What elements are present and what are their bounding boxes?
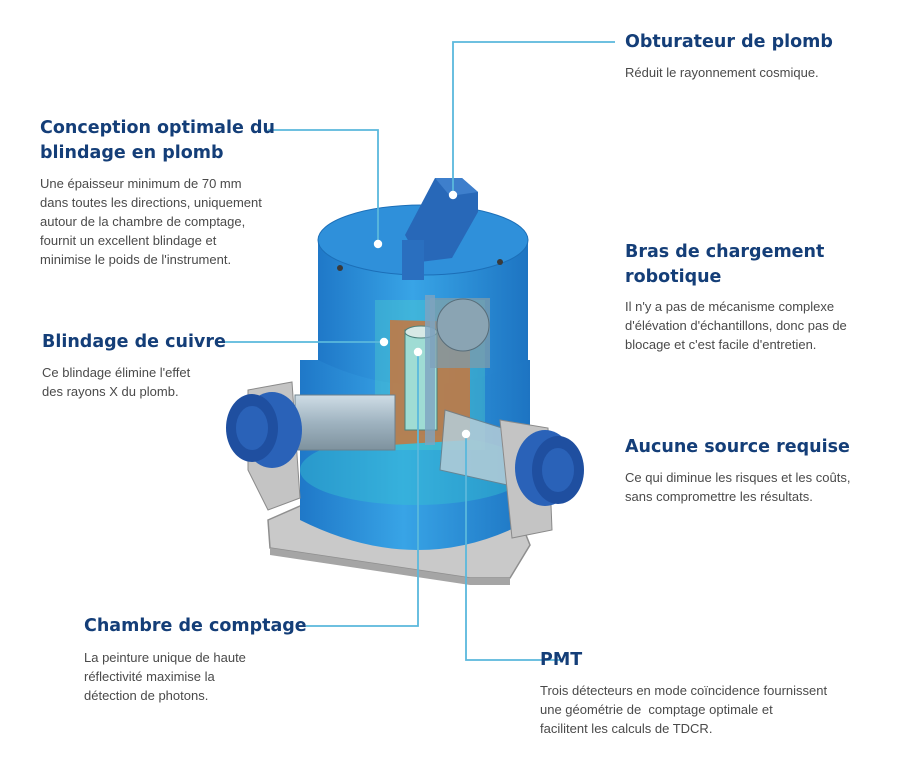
bras-title: Bras de chargement robotique [625, 242, 825, 287]
leader-lines [218, 41, 615, 661]
left-pmt [226, 381, 396, 511]
cuivre-title: Blindage de cuivre [42, 332, 226, 352]
conception-desc: Une épaisseur minimum de 70 mm dans tout… [40, 176, 262, 267]
source-desc: Ce qui diminue les risques et les coûts,… [625, 470, 851, 504]
leader-conception [268, 129, 379, 244]
leader-obturateur [452, 41, 615, 195]
cuivre-desc: Ce blindage élimine l'effet des rayons X… [42, 365, 191, 399]
lead-shutter [402, 178, 478, 280]
bras-desc: Il n'y a pas de mécanisme complexe d'élé… [625, 299, 847, 352]
conception-title: Conception optimale du blindage en plomb [40, 118, 275, 163]
leader-pmt [465, 434, 560, 661]
chambre-title: Chambre de comptage [84, 616, 307, 636]
leader-dots [373, 190, 471, 439]
chambre-desc: La peinture unique de haute réflectivité… [84, 650, 246, 703]
pmt-title: PMT [540, 650, 583, 670]
robotic-arm [425, 295, 435, 445]
pmt-desc: Trois détecteurs en mode coïncidence fou… [540, 683, 828, 736]
obturateur-desc: Réduit le rayonnement cosmique. [625, 65, 819, 80]
source-title: Aucune source requise [625, 437, 850, 457]
leader-chambre [306, 352, 419, 627]
obturateur-title: Obturateur de plomb [625, 32, 833, 52]
